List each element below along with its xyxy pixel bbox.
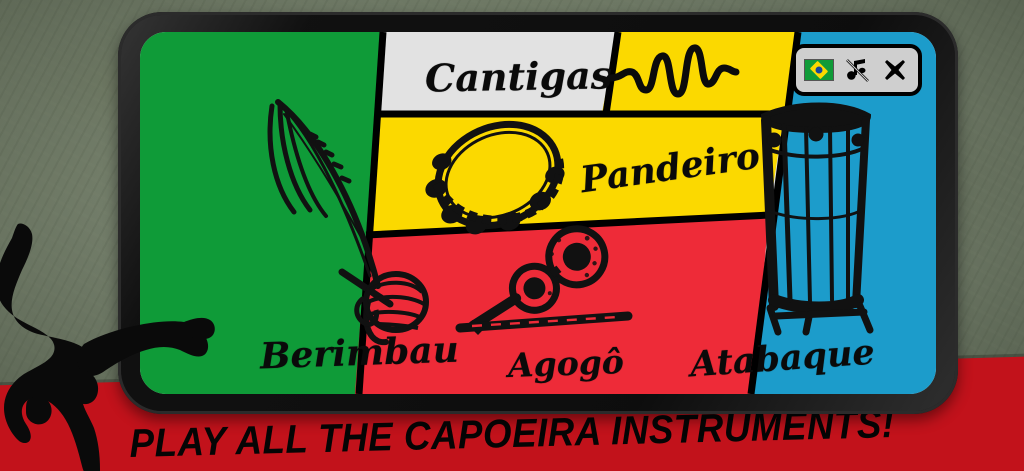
label-berimbau: Berimbau [259,328,460,378]
music-note-muted-icon [846,59,869,82]
capoeirista-silhouette [0,223,215,471]
phone-mockup: Berimbau Cantigas Pandeiro Agogô Atabaqu… [118,12,958,414]
soundwave-icon [606,44,740,98]
control-bar [792,44,922,96]
brazil-flag-icon [804,59,834,81]
mute-toggle-button[interactable] [842,55,872,85]
label-cantigas: Cantigas [424,52,613,101]
atabaque-icon [760,102,874,336]
close-x-icon [885,60,905,80]
panel-cantigas[interactable] [377,32,618,114]
language-flag-button[interactable] [804,55,834,85]
app-screen: Berimbau Cantigas Pandeiro Agogô Atabaqu… [140,32,936,394]
close-button[interactable] [880,55,910,85]
berimbau-icon [267,99,429,346]
pandeiro-icon [425,120,565,235]
label-agogo: Agogô [507,341,625,386]
agogo-icon [455,225,633,335]
